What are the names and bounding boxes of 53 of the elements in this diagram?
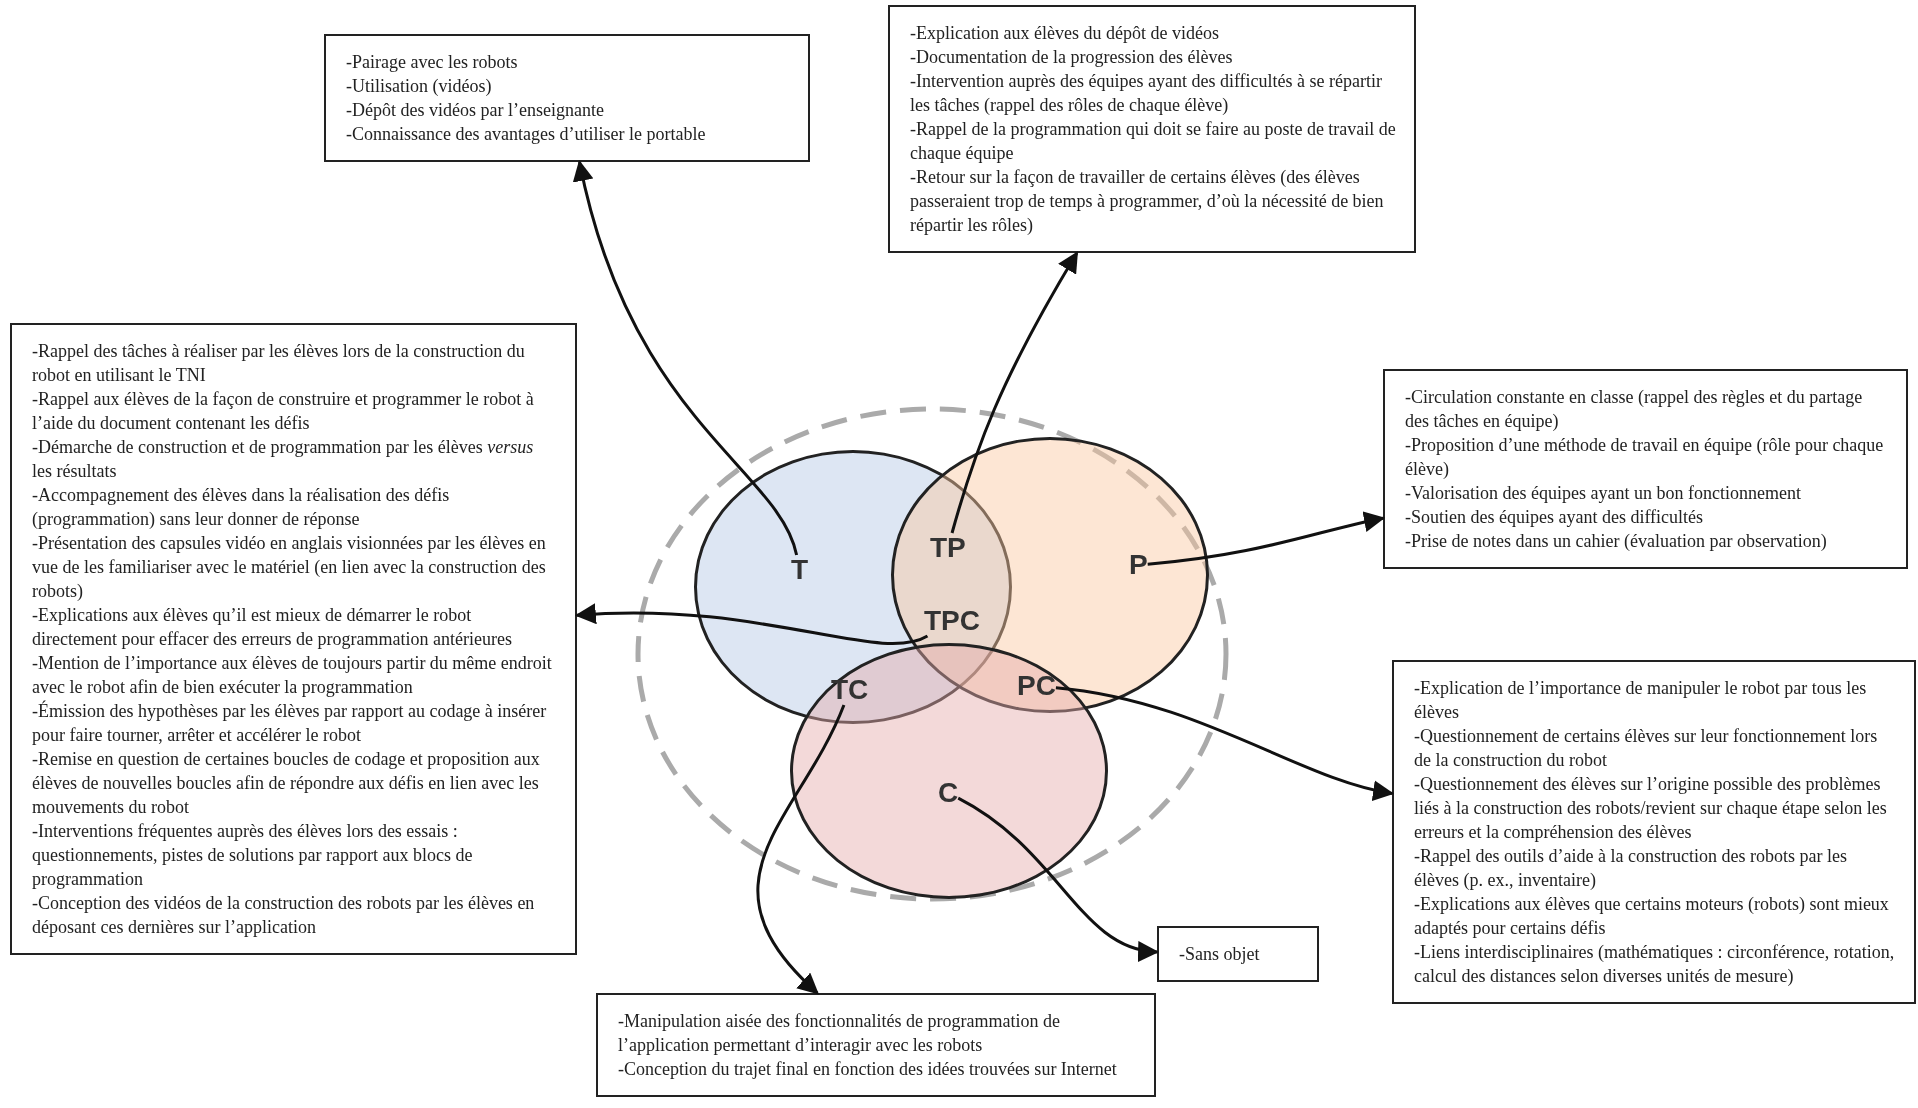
bullet-item: -Remise en question de certaines boucles de codage et proposition aux élèves de nouvelles boucles afin de répondre aux défis en lien avec les mouvements du robot	[32, 748, 541, 819]
bullet-item: -Pairage avec les robots	[346, 51, 519, 74]
bullet-item: -Explication aux élèves du dépôt de vidéos	[910, 22, 1220, 45]
curved-arrow	[1147, 511, 1386, 566]
bullet-item: -Mention de l’importance aux élèves de toujours partir du même endroit avec le robot afin de bien exécuter la programmation	[32, 652, 553, 699]
bullet-item: -Documentation de la progression des élèves	[910, 46, 1234, 69]
bullet-item: -Dépôt des vidéos par l’enseignante	[346, 99, 605, 122]
bullet-item: -Soutien des équipes ayant des difficultés	[1405, 506, 1705, 529]
intersection-label: P	[1129, 550, 1148, 580]
note-box	[888, 5, 1416, 253]
bullet-item: -Intervention auprès des équipes ayant des difficultés à se répartir les tâches (rappel des rôles de chaque élève)	[910, 70, 1383, 117]
bullet-item: -Explication de l’importance de manipuler le robot par tous les élèves	[1414, 677, 1868, 724]
intersection-label: T	[791, 555, 809, 585]
bullet-item: -Utilisation (vidéos)	[346, 75, 493, 98]
curved-arrow	[957, 796, 1160, 960]
bullet-item: -Rappel des outils d’aide à la construction des robots par les élèves (p. ex., inventaire)	[1414, 845, 1848, 892]
intersection-label: TC	[831, 675, 869, 705]
bullet-item: -Sans objet	[1179, 943, 1261, 966]
bullet-item: -Conception des vidéos de la construction des robots par les élèves en déposant ces dernières sur l’application	[32, 892, 536, 939]
bullet-item: -Émission des hypothèses par les élèves par rapport au codage à insérer pour faire tourner, arrêter et accélérer le robot	[32, 699, 548, 747]
bullet-item: -Explications aux élèves qu’il est mieux de démarrer le robot directement pour effacer des erreurs de programmation antérieures	[32, 604, 513, 651]
curved-arrow	[756, 704, 846, 995]
bullet-item: -Manipulation aisée des fonctionnalités de programmation de l’application permettant d’interagir avec les robots	[618, 1010, 1061, 1057]
note-box	[596, 993, 1156, 1097]
note-box	[10, 323, 577, 955]
bullet-item: -Prise de notes dans un cahier (évaluation par observation)	[1405, 530, 1828, 553]
bullet-item: -Démarche de construction et de programmation par les élèves versus les résultats	[32, 436, 535, 483]
intersection-label: PC	[1017, 671, 1056, 701]
bullet-item: -Rappel des tâches à réaliser par les élèves lors de la construction du robot en utilisant le TNI	[32, 340, 526, 387]
curved-arrow	[573, 159, 799, 556]
curved-arrow	[950, 251, 1079, 534]
bullet-item: -Conception du trajet final en fonction des idées trouvées sur Internet	[618, 1058, 1118, 1081]
intersection-label: TPC	[924, 606, 980, 636]
curved-arrow	[1055, 686, 1395, 801]
bullet-item: -Valorisation des équipes ayant un bon fonctionnement	[1405, 482, 1802, 505]
bullet-item: -Connaissance des avantages d’utiliser le portable	[346, 123, 707, 146]
bullet-item: -Circulation constante en classe (rappel des règles et du partage des tâches en équipe)	[1405, 386, 1864, 433]
note-box	[1157, 926, 1319, 982]
bullet-item: -Rappel de la programmation qui doit se faire au poste de travail de chaque équipe	[910, 118, 1396, 165]
bullet-item: -Proposition d’une méthode de travail en équipe (rôle pour chaque élève)	[1405, 434, 1885, 481]
intersection-label: TP	[930, 533, 966, 563]
note-box	[1392, 660, 1916, 1004]
bullet-item: -Explications aux élèves que certains moteurs (robots) sont mieux adaptés pour certains défis	[1414, 893, 1890, 940]
bullet-item: -Interventions fréquentes auprès des élèves lors des essais : questionnements, pistes de solutions par rapport aux blocs de programmation	[32, 820, 474, 891]
intersection-label: C	[938, 778, 959, 808]
bullet-item: -Accompagnement des élèves dans la réalisation des défis (programmation) sans leur donner de réponse	[32, 484, 451, 531]
bullet-item: -Questionnement de certains élèves sur leur fonctionnement lors de la construction du robot	[1414, 725, 1879, 772]
bullet-item: -Liens interdisciplinaires (mathématiques : circonférence, rotation, calcul des distances selon diverses unités de mesure)	[1414, 941, 1896, 988]
note-box	[324, 34, 810, 162]
note-box	[1383, 369, 1908, 569]
bullet-item: -Retour sur la façon de travailler de certains élèves (des élèves passeraient trop de temps à programmer, d’où la nécessité de bien répartir les rôles)	[910, 166, 1385, 237]
bullet-item: -Questionnement des élèves sur l’origine possible des problèmes liés à la construction des robots/revient sur chaque étape selon les erreurs et la compréhension des élèves	[1414, 773, 1888, 844]
bullet-item: -Présentation des capsules vidéo en anglais visionnées par les élèves en vue de les familiariser avec le matériel (en lien avec la construction des robots)	[32, 532, 547, 603]
